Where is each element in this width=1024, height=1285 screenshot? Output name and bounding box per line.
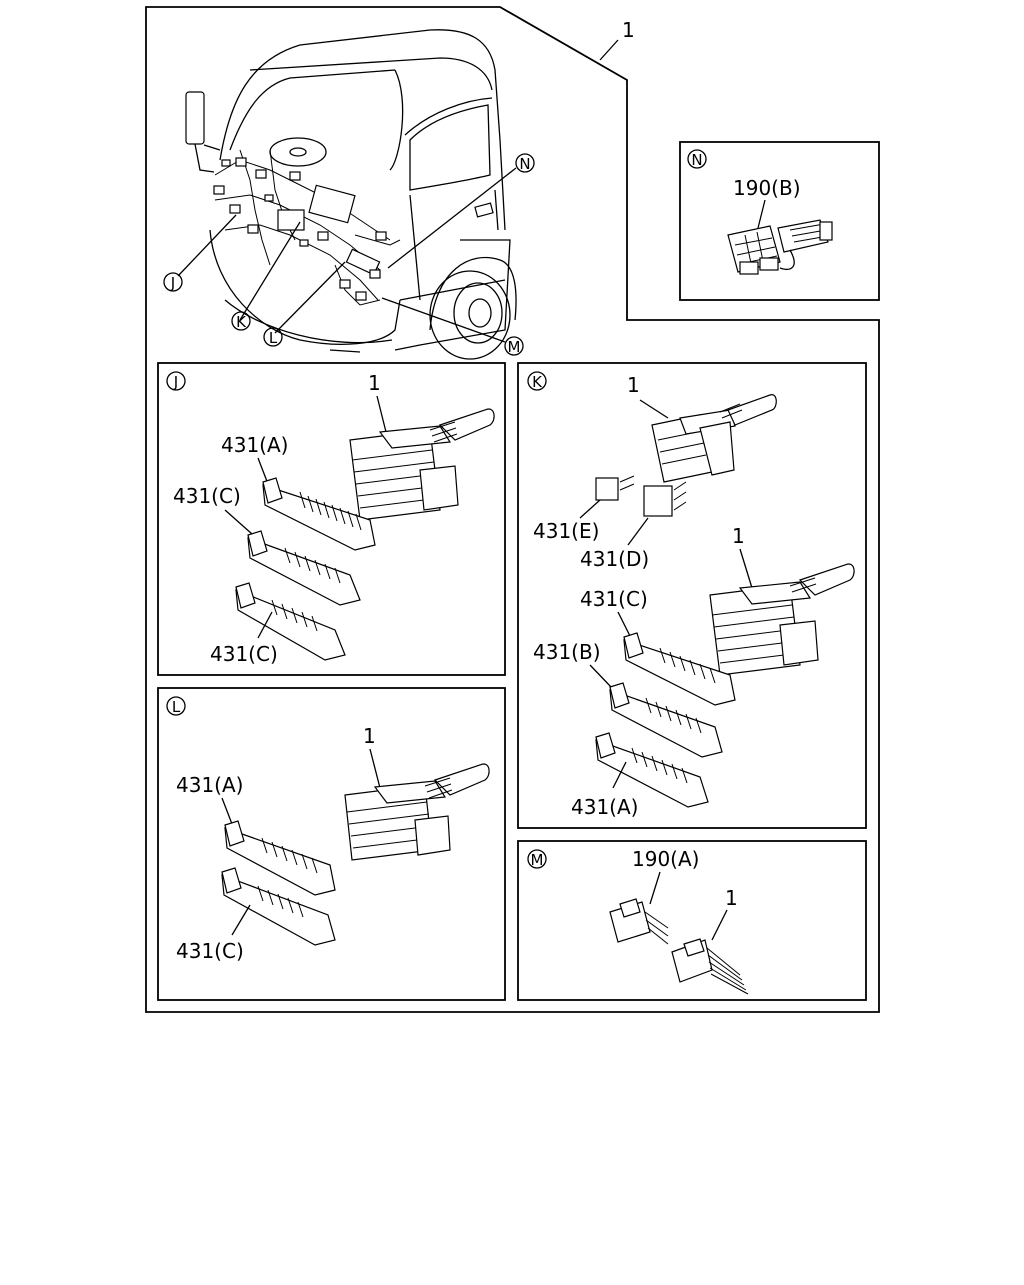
J-label-1: 1 xyxy=(368,371,381,395)
locator-K: K xyxy=(231,311,251,331)
locator-N: N xyxy=(515,153,535,173)
dashboard-harness xyxy=(213,149,401,306)
J-main-connector xyxy=(349,408,495,521)
locator-J: J xyxy=(163,272,183,292)
K-terminal-comb-431B xyxy=(609,682,723,758)
J-label-431C-1: 431(C) xyxy=(173,484,241,508)
panel-J: J 1 431(A) 431(C) xyxy=(157,362,506,676)
label-190B: 190(B) xyxy=(733,176,801,200)
svg-text:K: K xyxy=(236,313,247,331)
panel-N-id: N xyxy=(691,151,702,169)
connector-190B xyxy=(727,219,833,275)
L-label-431A: 431(A) xyxy=(176,773,243,797)
M-label-190A: 190(A) xyxy=(632,847,699,871)
L-main-connector xyxy=(344,763,490,861)
panel-K: K 1 431(E) 431(D) 1 xyxy=(517,362,867,829)
callout-leader-1 xyxy=(599,39,619,61)
connector-190A xyxy=(609,898,669,945)
L-label-1: 1 xyxy=(363,724,376,748)
K-relay-block-connector xyxy=(651,394,777,483)
K-label-431A: 431(A) xyxy=(571,795,638,819)
svg-text:J: J xyxy=(170,274,175,292)
L-terminal-comb-431C xyxy=(221,867,336,946)
main-callout-1: 1 xyxy=(622,18,635,42)
panel-K-id: K xyxy=(532,373,543,391)
panel-J-id: J xyxy=(173,373,178,391)
svg-text:M: M xyxy=(508,338,521,356)
M-mating-connector xyxy=(671,938,749,995)
K-relay-431E xyxy=(595,475,635,501)
svg-text:L: L xyxy=(269,329,278,347)
truck-cab-illustration xyxy=(177,29,517,360)
K-label-431D: 431(D) xyxy=(580,547,649,571)
K-relay-431D xyxy=(643,481,687,517)
J-terminal-comb-431A xyxy=(262,477,376,551)
locator-L: L xyxy=(263,327,283,347)
K-label-1-mid: 1 xyxy=(732,524,745,548)
panel-M: M 190(A) 1 xyxy=(517,840,867,1001)
M-label-1: 1 xyxy=(725,886,738,910)
panel-M-id: M xyxy=(531,851,544,869)
J-terminal-comb-431C-1 xyxy=(247,530,361,606)
K-terminal-comb-431A xyxy=(595,732,709,808)
panel-N: N 190(B) xyxy=(679,141,880,301)
K-label-1-top: 1 xyxy=(627,373,640,397)
locator-M: M xyxy=(504,336,524,356)
L-label-431C: 431(C) xyxy=(176,939,244,963)
J-terminal-comb-431C-2 xyxy=(235,582,346,661)
panel-L-id: L xyxy=(172,698,181,716)
K-main-connector xyxy=(709,563,855,676)
K-terminal-comb-431C xyxy=(623,632,736,706)
L-terminal-comb-431A xyxy=(224,820,336,896)
outer-frame xyxy=(145,6,880,1013)
K-label-431B: 431(B) xyxy=(533,640,601,664)
panel-L: L 1 431(A) 431(C) xyxy=(157,687,506,1001)
K-label-431C: 431(C) xyxy=(580,587,648,611)
K-label-431E: 431(E) xyxy=(533,519,599,543)
J-label-431A: 431(A) xyxy=(221,433,288,457)
svg-text:N: N xyxy=(519,155,530,173)
J-label-431C-2: 431(C) xyxy=(210,642,278,666)
